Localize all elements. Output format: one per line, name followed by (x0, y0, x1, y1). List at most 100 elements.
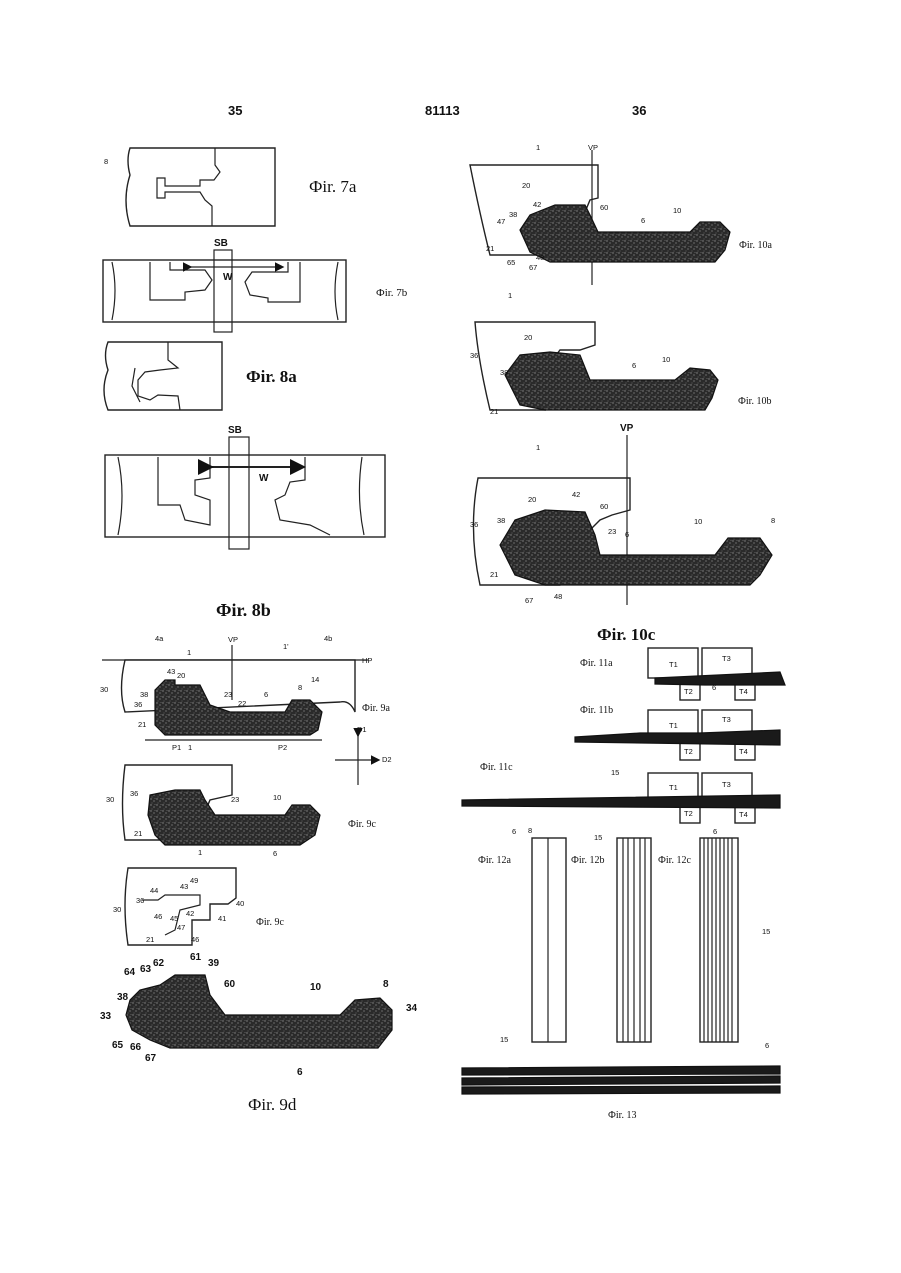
label-44-9c2: 44 (150, 886, 158, 895)
figure-9c-b (125, 868, 236, 945)
label-66-9d: 66 (130, 1042, 142, 1053)
caption-fig-9c-a: Фir. 9c (348, 819, 376, 830)
label-42-9c2: 42 (186, 909, 194, 918)
figure-11 (462, 648, 785, 823)
label-8-12a: 8 (528, 826, 532, 835)
label-40-9c2: 40 (236, 899, 244, 908)
label-22-9a: 22 (238, 699, 246, 708)
label-62-9d: 62 (153, 958, 165, 969)
label-6-12a: 6 (512, 827, 516, 836)
label-8-10c: 8 (771, 516, 775, 525)
label-41-9c2: 41 (218, 914, 226, 923)
caption-fig-11c: Фir. 11c (480, 762, 513, 773)
label-23-9c: 23 (231, 795, 239, 804)
label-21-9a: 21 (138, 720, 146, 729)
caption-fig-10a: Фir. 10a (739, 240, 772, 251)
label-65-9d: 65 (112, 1040, 124, 1051)
caption-fig-7a: Фir. 7a (309, 177, 356, 197)
label-6-13: 6 (765, 1041, 769, 1050)
figure-9a (102, 645, 378, 785)
label-6-10a: 6 (641, 216, 645, 225)
label-sb-7b: SB (214, 238, 228, 249)
label-d1: D1 (357, 725, 367, 734)
label-30-9c2: 30 (113, 905, 121, 914)
svg-text:8: 8 (104, 157, 108, 166)
label-t1-11c: T1 (669, 783, 678, 792)
caption-fig-10b: Фir. 10b (738, 396, 771, 407)
caption-fig-11a: Фir. 11a (580, 658, 613, 669)
label-20-10b: 20 (524, 333, 532, 342)
label-t4-11a: T4 (739, 687, 748, 696)
label-1-10c: 1 (536, 443, 540, 452)
label-36-9c2: 36 (136, 896, 144, 905)
label-14-9a: 14 (311, 675, 319, 684)
label-36-10b: 36 (470, 351, 478, 360)
label-15-13: 15 (500, 1035, 508, 1044)
label-15-11b: 15 (611, 768, 619, 777)
label-63-9d: 63 (140, 964, 152, 975)
label-36-9a: 36 (134, 700, 142, 709)
caption-fig-11b: Фir. 11b (580, 705, 613, 716)
label-1-9a-b: 1 (188, 743, 192, 752)
label-21-10b: 21 (490, 407, 498, 416)
label-38-10c: 38 (497, 516, 505, 525)
caption-fig-9d: Фir. 9d (248, 1095, 296, 1115)
label-38-9d: 38 (117, 992, 129, 1003)
label-sb-8b: SB (228, 425, 242, 436)
label-p2: P2 (278, 743, 287, 752)
label-t4-11c: T4 (739, 810, 748, 819)
label-39-9d: 39 (208, 958, 220, 969)
label-64-9d: 64 (124, 967, 136, 978)
label-38-10a: 38 (509, 210, 517, 219)
caption-fig-9c-b: Фir. 9c (256, 917, 284, 928)
label-65-10a: 65 (507, 258, 515, 267)
label-hp: HP (362, 656, 372, 665)
caption-fig-8b: Фir. 8b (216, 600, 271, 621)
caption-fig-12b: Фir. 12b (571, 855, 604, 866)
label-t4-11b: T4 (739, 747, 748, 756)
label-10-10a: 10 (673, 206, 681, 215)
figure-7b (103, 250, 346, 332)
label-6-9c: 6 (273, 849, 277, 858)
label-38-10b: 38 (500, 368, 508, 377)
label-1-10b: 1 (508, 291, 512, 300)
label-48-10a: 48 (536, 253, 544, 262)
label-15-12c: 15 (762, 927, 770, 936)
label-36-9c: 36 (130, 789, 138, 798)
label-20-9a: 20 (177, 671, 185, 680)
label-w-7b: W (223, 272, 233, 283)
label-4b: 4b (324, 634, 332, 643)
label-t1-11b: T1 (669, 721, 678, 730)
label-t2-11a: T2 (684, 687, 693, 696)
label-21-10a: 21 (486, 244, 494, 253)
figure-10b (475, 322, 718, 410)
label-67-10a: 67 (529, 263, 537, 272)
figure-10c (473, 435, 772, 605)
label-6-12c: 6 (713, 827, 717, 836)
label-t3-11c: T3 (722, 780, 731, 789)
label-8-9d: 8 (383, 979, 389, 990)
label-47-9c2: 47 (177, 923, 185, 932)
caption-fig-10c: Фir. 10c (597, 625, 655, 645)
label-1-9a: 1 (187, 648, 191, 657)
label-47-10a: 47 (497, 217, 505, 226)
figure-9c-a (123, 765, 321, 845)
label-4a: 4a (155, 634, 164, 643)
label-1-10a: 1 (536, 143, 540, 152)
caption-fig-13: Фir. 13 (608, 1110, 636, 1121)
label-23-9a: 23 (224, 690, 232, 699)
label-21-10c: 21 (490, 570, 498, 579)
label-38-9a: 38 (140, 690, 148, 699)
figure-8b (105, 437, 385, 549)
label-1p-9a: 1' (283, 642, 289, 651)
label-vp-10c: VP (620, 423, 634, 434)
label-45-9c2: 45 (170, 914, 178, 923)
label-10-9c: 10 (273, 793, 281, 802)
label-23-10c: 23 (608, 527, 616, 536)
caption-fig-12c: Фir. 12c (658, 855, 691, 866)
label-6-10c: 6 (625, 530, 629, 539)
label-d2: D2 (382, 755, 392, 764)
label-t3-11b: T3 (722, 715, 731, 724)
label-34-9d: 34 (406, 1003, 418, 1014)
figure-13 (462, 1066, 780, 1094)
